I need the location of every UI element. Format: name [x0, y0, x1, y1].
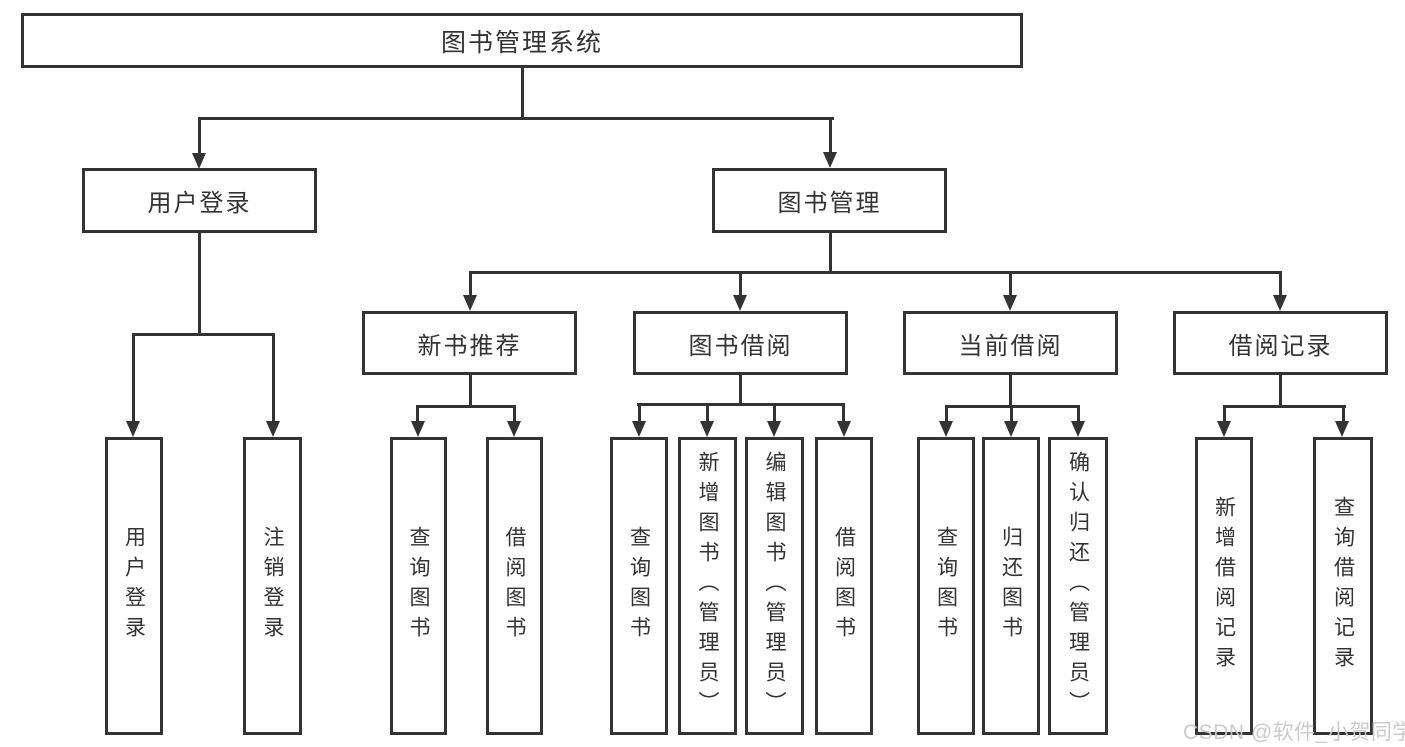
- leaf-box-add-book-admin: 新增图书（管理员）: [678, 437, 737, 735]
- connector-arrowhead-down: [732, 295, 747, 311]
- node-box-book-borrow: 图书借阅: [633, 311, 848, 375]
- connector-line: [197, 117, 834, 120]
- leaf-label-query-books-recommend: 查询图书: [407, 526, 430, 646]
- connector-line: [828, 233, 832, 273]
- leaf-box-query-borrow-record: 查询借阅记录: [1313, 437, 1373, 735]
- connector-line: [415, 405, 419, 423]
- connector-arrowhead-down: [1003, 421, 1018, 437]
- leaf-box-query-books-borrow: 查询图书: [610, 437, 668, 735]
- connector-line: [468, 271, 1282, 274]
- leaf-box-logout: 注销登录: [243, 437, 302, 735]
- node-label-new-book-recommend: 新书推荐: [417, 332, 522, 360]
- connector-line: [415, 405, 516, 408]
- connector-arrowhead-down: [1272, 295, 1287, 311]
- connector-line: [197, 117, 201, 155]
- connector-line: [1222, 405, 1226, 423]
- connector-arrowhead-down: [766, 421, 781, 437]
- node-box-user-login: 用户登录: [82, 168, 317, 233]
- connector-arrowhead-down: [191, 153, 206, 169]
- connector-line: [828, 117, 832, 155]
- connector-line: [1341, 405, 1345, 423]
- leaf-label-logout: 注销登录: [261, 526, 284, 646]
- connector-line: [468, 271, 472, 297]
- connector-line: [1008, 375, 1012, 407]
- connector-line: [1076, 405, 1080, 423]
- connector-arrowhead-down: [462, 295, 477, 311]
- connector-line: [1009, 405, 1013, 423]
- connector-arrowhead-down: [1216, 421, 1231, 437]
- connector-arrowhead-down: [506, 421, 521, 437]
- node-label-library-system: 图书管理系统: [440, 28, 603, 57]
- leaf-label-query-borrow-record: 查询借阅记录: [1331, 496, 1355, 676]
- connector-line: [841, 403, 845, 423]
- connector-line: [131, 333, 275, 336]
- node-box-book-management: 图书管理: [712, 168, 947, 233]
- connector-arrowhead-down: [938, 421, 953, 437]
- node-label-book-management: 图书管理: [777, 190, 882, 217]
- connector-line: [705, 403, 709, 423]
- leaf-box-user-login: 用户登录: [105, 437, 163, 735]
- connector-line: [739, 375, 742, 405]
- leaf-label-confirm-return-admin: 确认归还（管理员）: [1066, 451, 1090, 721]
- connector-line: [1278, 375, 1282, 407]
- watermark: CSDN @软件_小贺同学: [1183, 721, 1405, 744]
- connector-arrowhead-down: [1002, 295, 1017, 311]
- leaf-box-return-book: 归还图书: [982, 437, 1040, 735]
- node-label-current-borrow: 当前借阅: [958, 332, 1063, 360]
- connector-arrowhead-down: [699, 421, 714, 437]
- connector-arrowhead-down: [410, 421, 425, 437]
- leaf-label-edit-book-admin: 编辑图书（管理员）: [763, 451, 786, 721]
- connector-line: [131, 333, 135, 423]
- node-label-book-borrow: 图书借阅: [688, 332, 793, 360]
- connector-line: [738, 271, 742, 297]
- leaf-box-confirm-return-admin: 确认归还（管理员）: [1048, 437, 1108, 735]
- connector-arrowhead-down: [1070, 421, 1085, 437]
- leaf-label-query-books-borrow: 查询图书: [627, 526, 651, 646]
- leaf-label-add-borrow-record: 新增借阅记录: [1212, 496, 1236, 676]
- node-box-borrow-records: 借阅记录: [1173, 311, 1388, 375]
- leaf-label-add-book-admin: 新增图书（管理员）: [696, 451, 719, 721]
- leaf-label-borrow-books-recommend: 借阅图书: [503, 526, 526, 646]
- connector-arrowhead-down: [822, 152, 837, 168]
- leaf-box-borrow-books-borrow: 借阅图书: [815, 437, 873, 735]
- connector-line: [944, 405, 948, 423]
- connector-arrowhead-down: [265, 421, 280, 437]
- connector-line: [1278, 271, 1282, 297]
- leaf-label-user-login: 用户登录: [122, 526, 146, 646]
- leaf-box-query-books-recommend: 查询图书: [390, 437, 447, 735]
- connector-line: [1222, 405, 1346, 408]
- node-label-user-login: 用户登录: [147, 190, 252, 217]
- leaf-label-query-books-current: 查询图书: [934, 526, 958, 646]
- connector-line: [271, 333, 275, 423]
- connector-line: [512, 405, 516, 423]
- leaf-box-borrow-books-recommend: 借阅图书: [486, 437, 543, 735]
- leaf-box-query-books-current: 查询图书: [917, 437, 975, 735]
- leaf-box-add-borrow-record: 新增借阅记录: [1195, 437, 1253, 735]
- connector-arrowhead-down: [631, 421, 646, 437]
- connector-line: [197, 233, 201, 336]
- connector-arrowhead-down: [1334, 421, 1349, 437]
- connector-line: [637, 403, 844, 406]
- connector-arrowhead-down: [125, 421, 140, 437]
- node-label-borrow-records: 借阅记录: [1228, 332, 1333, 360]
- connector-line: [772, 403, 776, 423]
- connector-line: [1008, 271, 1012, 297]
- connector-line: [637, 403, 641, 423]
- connector-line: [520, 68, 524, 118]
- connector-line: [468, 375, 472, 407]
- node-box-new-book-recommend: 新书推荐: [362, 311, 577, 375]
- connector-arrowhead-down: [836, 421, 851, 437]
- node-box-library-system: 图书管理系统: [21, 13, 1023, 68]
- leaf-label-borrow-books-borrow: 借阅图书: [832, 526, 856, 646]
- leaf-label-return-book: 归还图书: [999, 526, 1023, 646]
- node-box-current-borrow: 当前借阅: [903, 311, 1118, 375]
- leaf-box-edit-book-admin: 编辑图书（管理员）: [745, 437, 804, 735]
